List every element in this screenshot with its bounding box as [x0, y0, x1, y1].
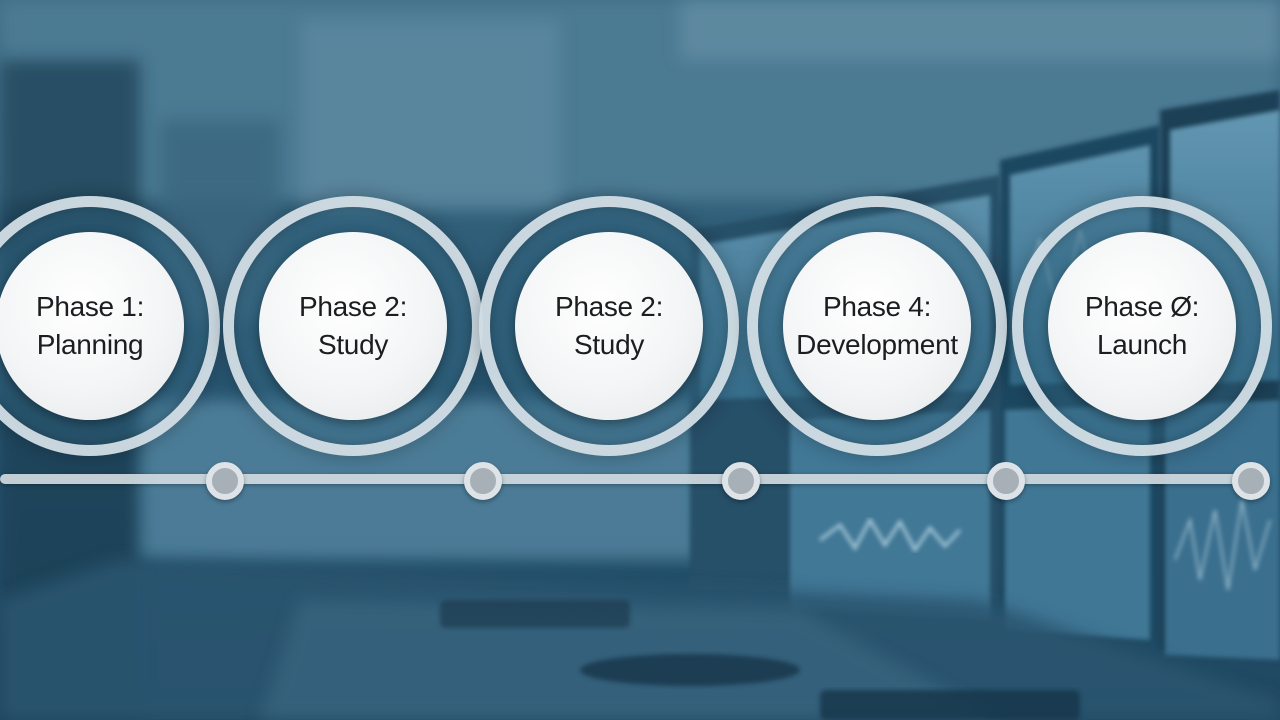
- phase-title: Phase Ø:: [1084, 291, 1200, 322]
- timeline-milestone-dot: [987, 462, 1025, 500]
- phase-4-circle: Phase 4: Development: [747, 196, 1007, 456]
- phase-subtitle: Study: [573, 329, 645, 360]
- timeline-milestone-dot: [722, 462, 760, 500]
- phase-3-label: Phase 2: Study: [515, 232, 703, 420]
- phase-subtitle: Planning: [36, 329, 144, 360]
- phase-5-circle: Phase Ø: Launch: [1012, 196, 1272, 456]
- phase-subtitle: Study: [317, 329, 389, 360]
- phase-title: Phase 4:: [822, 291, 932, 322]
- phase-title: Phase 2:: [554, 291, 664, 322]
- timeline-milestone-dot: [1232, 462, 1270, 500]
- phase-2-circle: Phase 2: Study: [223, 196, 483, 456]
- phase-1-label: Phase 1: Planning: [0, 232, 184, 420]
- timeline-milestone-dot: [464, 462, 502, 500]
- phase-title: Phase 1:: [35, 291, 145, 322]
- timeline-line: [0, 474, 1255, 484]
- phase-2-label: Phase 2: Study: [259, 232, 447, 420]
- phase-subtitle: Launch: [1096, 329, 1188, 360]
- phase-3-circle: Phase 2: Study: [479, 196, 739, 456]
- timeline-milestone-dot: [206, 462, 244, 500]
- phase-1-circle: Phase 1: Planning: [0, 196, 220, 456]
- phase-5-label: Phase Ø: Launch: [1048, 232, 1236, 420]
- phase-4-label: Phase 4: Development: [783, 232, 971, 420]
- phase-subtitle: Development: [796, 329, 958, 360]
- phase-title: Phase 2:: [298, 291, 408, 322]
